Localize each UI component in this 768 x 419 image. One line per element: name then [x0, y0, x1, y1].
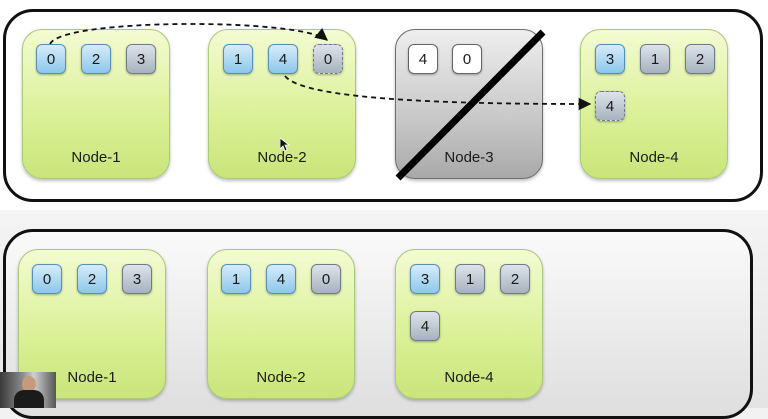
shard-lost: 4	[408, 44, 438, 74]
shard-replica: 1	[455, 264, 485, 294]
shard-primary: 2	[81, 44, 111, 74]
top-node-3-failed: 4 0 Node-3	[395, 29, 543, 179]
shard-primary: 1	[221, 264, 251, 294]
speaker-video-thumbnail	[0, 372, 56, 408]
shard-replica: 3	[122, 264, 152, 294]
shard-primary: 0	[36, 44, 66, 74]
shard-primary: 1	[223, 44, 253, 74]
node-label: Node-1	[67, 369, 117, 386]
shard-replica: 0	[311, 264, 341, 294]
mouse-cursor-icon	[280, 138, 290, 152]
shard-replica: 1	[640, 44, 670, 74]
shard-primary: 2	[77, 264, 107, 294]
node-label: Node-4	[629, 149, 679, 166]
shard-relocating: 4	[595, 91, 625, 121]
speaker-head	[22, 376, 36, 392]
top-node-2: 1 4 0 Node-2	[208, 29, 356, 179]
shard-primary: 4	[268, 44, 298, 74]
shard-primary: 3	[595, 44, 625, 74]
shard-replica: 4	[410, 311, 440, 341]
shard-primary: 3	[410, 264, 440, 294]
shard-primary: 0	[32, 264, 62, 294]
bottom-node-4: 3 1 2 4 Node-4	[395, 249, 543, 399]
shard-promoted-replica: 0	[313, 44, 343, 74]
shard-replica: 2	[500, 264, 530, 294]
node-label: Node-2	[257, 149, 307, 166]
shard-lost: 0	[452, 44, 482, 74]
node-label: Node-4	[444, 369, 494, 386]
node-label: Node-1	[71, 149, 121, 166]
bottom-node-2: 1 4 0 Node-2	[207, 249, 355, 399]
shard-replica: 3	[126, 44, 156, 74]
node-label: Node-3	[444, 149, 494, 166]
speaker-body	[14, 390, 44, 408]
node-label: Node-2	[256, 369, 306, 386]
top-node-4: 3 1 2 4 Node-4	[580, 29, 728, 179]
shard-primary: 4	[266, 264, 296, 294]
shard-replica: 2	[685, 44, 715, 74]
bottom-node-1: 0 2 3 Node-1	[18, 249, 166, 399]
top-node-1: 0 2 3 Node-1	[22, 29, 170, 179]
